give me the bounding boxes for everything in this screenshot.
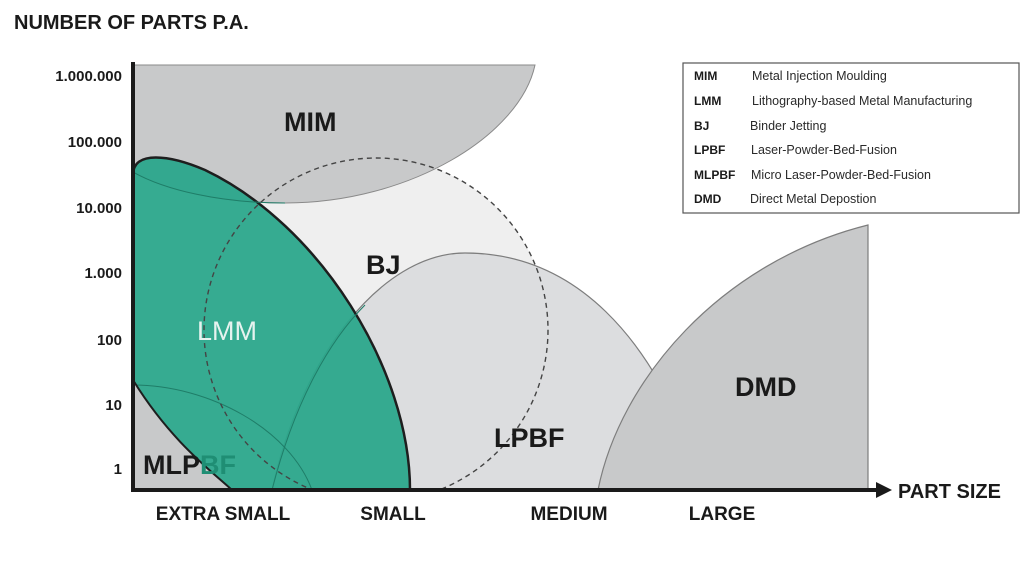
legend-desc: Lithography-based Metal Manufacturing [752, 94, 972, 108]
legend-abbr: LPBF [694, 143, 725, 157]
legend-desc: Direct Metal Depostion [750, 192, 876, 206]
x-axis-arrow-icon [876, 482, 892, 498]
y-tick: 1 [114, 461, 122, 478]
y-tick: 10.000 [76, 200, 122, 217]
lpbf-boundary-line [271, 304, 366, 490]
x-category: MEDIUM [530, 504, 607, 525]
legend: MIM Metal Injection Moulding LMM Lithogr… [682, 62, 1020, 214]
legend-abbr: BJ [694, 119, 709, 133]
lmm-label: LMM [197, 316, 257, 346]
dmd-region [597, 224, 869, 490]
lmm-region [133, 156, 412, 490]
x-category: LARGE [689, 504, 756, 525]
lpbf-label: LPBF [494, 423, 565, 453]
mlpbf-label-part: MLP [143, 450, 200, 480]
legend-abbr: LMM [694, 94, 721, 108]
mlpbf-label: MLPBF [143, 450, 236, 480]
mim-boundary-line [133, 171, 286, 204]
x-category: SMALL [360, 504, 426, 525]
dmd-label: DMD [735, 372, 797, 402]
x-axis-title: PART SIZE [898, 481, 1001, 503]
mim-label: MIM [284, 107, 336, 137]
bj-boundary [203, 157, 549, 490]
legend-abbr: MLPBF [694, 168, 735, 182]
legend-abbr: DMD [694, 192, 722, 206]
x-category: EXTRA SMALL [156, 504, 291, 525]
mlpbf-label-part: BF [200, 450, 236, 480]
y-tick: 100.000 [68, 134, 122, 151]
legend-box [682, 62, 1020, 214]
y-tick: 10 [105, 397, 122, 414]
y-tick: 1.000 [84, 265, 122, 282]
legend-abbr: MIM [694, 69, 717, 83]
y-tick: 100 [97, 332, 122, 349]
bj-label: BJ [366, 250, 401, 280]
legend-desc: Micro Laser-Powder-Bed-Fusion [751, 168, 931, 182]
legend-desc: Laser-Powder-Bed-Fusion [751, 143, 897, 157]
mlpbf-arc-line [133, 384, 313, 490]
legend-desc: Metal Injection Moulding [752, 69, 887, 83]
y-tick: 1.000.000 [55, 68, 122, 85]
legend-desc: Binder Jetting [750, 119, 826, 133]
y-axis-title: NUMBER OF PARTS P.A. [14, 12, 249, 34]
